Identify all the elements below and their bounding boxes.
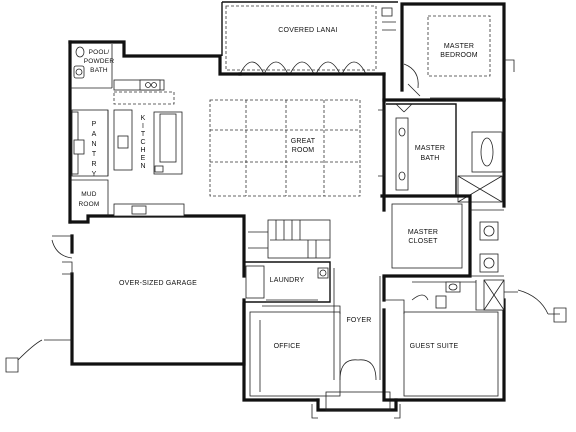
label-master-closet-1: MASTER xyxy=(408,229,438,236)
outer-walls xyxy=(68,40,506,278)
svg-text:R: R xyxy=(91,161,96,168)
svg-text:P: P xyxy=(92,121,97,128)
label-laundry: LAUNDRY xyxy=(270,277,305,284)
label-great-room-1: GREAT xyxy=(291,138,316,145)
label-guest-suite: GUEST SUITE xyxy=(410,343,459,350)
stairs xyxy=(248,219,331,259)
svg-text:I: I xyxy=(142,123,144,130)
label-mud-room-1: MUD xyxy=(81,191,97,198)
guest-suite xyxy=(382,276,567,402)
label-pool-powder-bath-1: POOL/ xyxy=(89,49,110,56)
office xyxy=(242,302,341,402)
label-pantry: P A N T R Y xyxy=(91,121,96,178)
label-master-bath-2: BATH xyxy=(421,155,440,162)
svg-text:C: C xyxy=(140,139,145,146)
master-bedroom xyxy=(400,2,515,102)
svg-text:E: E xyxy=(141,155,146,162)
svg-text:A: A xyxy=(92,131,97,138)
label-master-bedroom-2: BEDROOM xyxy=(440,52,478,59)
label-kitchen: K I T C H E N xyxy=(140,115,145,170)
great-room xyxy=(209,99,385,197)
label-office: OFFICE xyxy=(274,343,301,350)
svg-text:Y: Y xyxy=(92,171,97,178)
kitchen xyxy=(113,79,185,217)
svg-text:K: K xyxy=(141,115,146,122)
svg-text:T: T xyxy=(141,131,146,138)
label-master-bath-1: MASTER xyxy=(415,145,445,152)
oversized-garage xyxy=(5,234,246,373)
mud-room xyxy=(70,179,109,216)
label-great-room-2: ROOM xyxy=(292,147,315,154)
label-garage: OVER-SIZED GARAGE xyxy=(119,280,197,287)
label-master-closet-2: CLOSET xyxy=(408,238,438,245)
covered-lanai xyxy=(221,1,398,76)
svg-text:T: T xyxy=(92,151,97,158)
label-covered-lanai: COVERED LANAI xyxy=(278,27,337,34)
label-foyer: FOYER xyxy=(346,317,371,324)
label-master-bedroom-1: MASTER xyxy=(444,43,474,50)
pantry xyxy=(71,109,109,177)
svg-text:N: N xyxy=(91,141,96,148)
svg-text:N: N xyxy=(140,163,145,170)
label-pool-powder-bath-3: BATH xyxy=(90,67,108,74)
laundry xyxy=(244,261,331,303)
label-mud-room-2: ROOM xyxy=(78,201,99,208)
foyer xyxy=(311,268,401,419)
master-bath xyxy=(386,103,503,203)
pool-powder-bath xyxy=(70,44,113,89)
master-closet xyxy=(380,194,504,278)
svg-text:H: H xyxy=(140,147,145,154)
label-pool-powder-bath-2: POWDER xyxy=(84,58,115,65)
